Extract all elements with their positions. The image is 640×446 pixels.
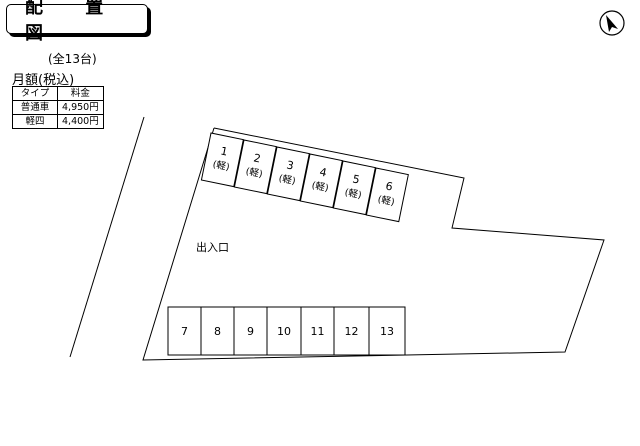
space-number: 4 [318,165,327,179]
parking-space-13: 13 [368,306,406,356]
space-type: (軽) [278,173,297,187]
fee-table: タイプ 料金 普通車 4,950円 軽四 4,400円 [12,86,104,129]
space-number: 7 [181,325,188,338]
parking-space-10: 10 [266,306,302,356]
space-number: 5 [351,172,360,186]
fee-type-cell: 軽四 [12,114,58,129]
parking-space-7: 7 [167,306,202,356]
parking-space-2: 2 (軽) [233,139,277,195]
fee-table-row: 軽四 4,400円 [12,114,104,129]
parking-space-6: 6 (軽) [365,167,409,223]
space-number: 3 [285,158,294,172]
fee-type-cell: 普通車 [12,100,58,115]
space-type: (軽) [344,187,363,201]
title-box: 配 置 図 [6,0,148,44]
road-edge-line [69,116,145,358]
space-type: (軽) [377,194,396,208]
parking-space-3: 3 (軽) [266,146,310,202]
parking-space-12: 12 [333,306,370,356]
north-arrow-icon [599,10,625,36]
space-type: (軽) [245,166,264,180]
space-number: 1 [219,144,228,158]
fee-table-header-row: タイプ 料金 [12,86,104,101]
lot-boundary [142,127,605,361]
space-number: 13 [380,325,394,338]
space-number: 12 [345,325,359,338]
space-number: 11 [311,325,325,338]
capacity-label: (全13台) [48,52,97,66]
parking-space-5: 5 (軽) [332,160,376,216]
parking-space-8: 8 [200,306,235,356]
parking-space-4: 4 (軽) [299,153,343,209]
space-type: (軽) [212,159,231,173]
parking-space-1: 1 (軽) [200,132,244,188]
space-number: 6 [384,179,393,193]
fee-table-heading: 月額(税込) [12,73,75,88]
space-number: 9 [247,325,254,338]
entrance-label: 出入口 [196,240,229,254]
parking-space-11: 11 [300,306,335,356]
page-title: 配 置 図 [25,0,122,44]
space-number: 10 [277,325,291,338]
fee-price-cell: 4,400円 [57,114,104,129]
parking-space-9: 9 [233,306,268,356]
space-number: 2 [252,151,261,165]
space-type: (軽) [311,180,330,194]
space-number: 8 [214,325,221,338]
